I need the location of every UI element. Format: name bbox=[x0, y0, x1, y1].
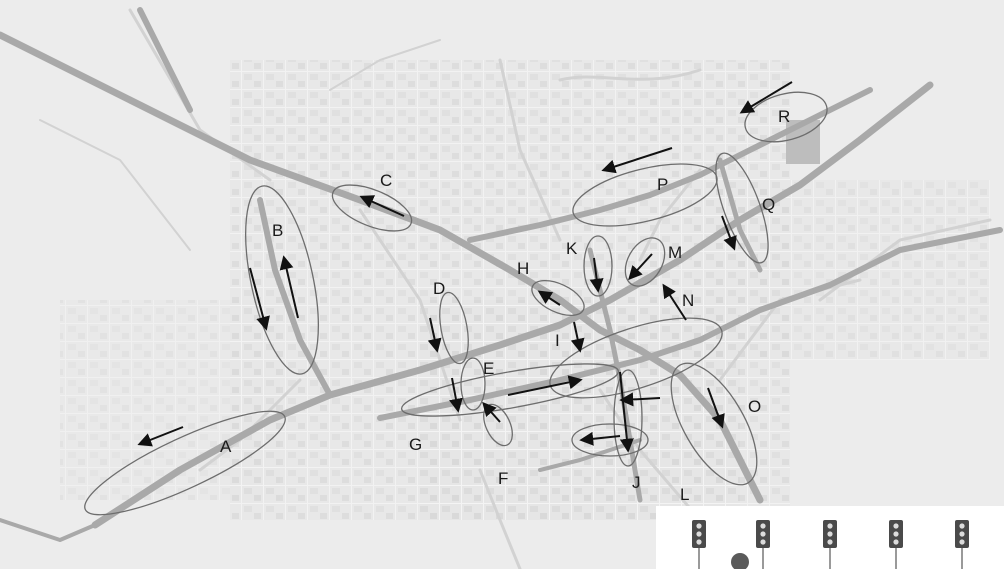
arrow-g bbox=[507, 375, 583, 396]
zone-label-l: L bbox=[680, 485, 689, 504]
zone-label-q: Q bbox=[762, 195, 775, 214]
traffic-light-5 bbox=[955, 520, 969, 569]
urban-area-west bbox=[60, 300, 280, 500]
ellipse-zone-k bbox=[583, 235, 613, 297]
ellipse-zone-b bbox=[245, 185, 319, 375]
arrow-k bbox=[589, 257, 604, 293]
ellipse-zone-h bbox=[531, 280, 585, 316]
arrow-c bbox=[359, 195, 405, 217]
traffic-light-3 bbox=[823, 520, 837, 569]
traffic-lights-panel bbox=[656, 506, 1004, 569]
ellipse-zone-m bbox=[624, 237, 666, 287]
arrow-l1 bbox=[619, 392, 661, 407]
traffic-light-4 bbox=[889, 520, 903, 569]
arrow-d bbox=[427, 317, 442, 353]
major-roads bbox=[0, 7, 1003, 542]
zone-ellipses bbox=[84, 91, 828, 516]
zone-label-b: B bbox=[272, 221, 283, 240]
arrow-h bbox=[537, 290, 561, 306]
dark-blob bbox=[731, 553, 749, 569]
zone-label-k: K bbox=[566, 239, 578, 258]
zone-label-a: A bbox=[220, 437, 232, 456]
ellipse-zone-g bbox=[400, 363, 620, 417]
zone-label-f: F bbox=[498, 469, 508, 488]
zone-label-e: E bbox=[483, 359, 494, 378]
zone-label-i: I bbox=[555, 331, 560, 350]
flow-arrows bbox=[137, 81, 793, 453]
zone-label-j: J bbox=[632, 473, 641, 492]
ellipse-zone-r bbox=[744, 91, 828, 143]
arrow-q bbox=[721, 215, 737, 251]
ellipse-zone-a bbox=[84, 410, 286, 516]
zone-label-r: R bbox=[778, 107, 790, 126]
arrow-f bbox=[482, 401, 501, 423]
zone-label-g: G bbox=[409, 435, 422, 454]
ellipse-zone-j bbox=[613, 369, 643, 467]
arrow-a bbox=[137, 426, 184, 447]
ellipse-zone-l bbox=[571, 423, 649, 457]
traffic-light-1 bbox=[692, 520, 706, 569]
ellipse-zone-e bbox=[460, 357, 486, 411]
ellipse-zone-d bbox=[439, 291, 469, 365]
arrow-m bbox=[628, 253, 653, 281]
arrow-l2 bbox=[579, 431, 621, 446]
traffic-light-2 bbox=[756, 520, 770, 569]
arrow-b-down bbox=[249, 267, 270, 331]
arrow-i bbox=[570, 321, 585, 353]
zone-label-m: M bbox=[668, 243, 682, 262]
arrow-r bbox=[739, 81, 793, 114]
ellipse-zone-q bbox=[715, 152, 769, 264]
arrow-b-up bbox=[279, 255, 299, 319]
zone-label-n: N bbox=[682, 291, 694, 310]
arrow-o bbox=[707, 387, 725, 429]
ellipse-zone-c bbox=[331, 184, 413, 232]
arrow-e bbox=[449, 377, 463, 413]
zone-label-d: D bbox=[433, 279, 445, 298]
zone-label-c: C bbox=[380, 171, 392, 190]
zone-label-h: H bbox=[517, 259, 529, 278]
arrow-n bbox=[662, 283, 687, 321]
zone-labels: A B C D E F G H I J K L M N O P Q R bbox=[220, 107, 790, 504]
urban-area-east bbox=[690, 180, 990, 360]
zone-label-o: O bbox=[748, 397, 761, 416]
arrow-j bbox=[619, 371, 634, 453]
zone-label-p: P bbox=[657, 175, 668, 194]
ellipse-zone-o bbox=[670, 362, 758, 486]
arrow-p bbox=[601, 147, 673, 174]
